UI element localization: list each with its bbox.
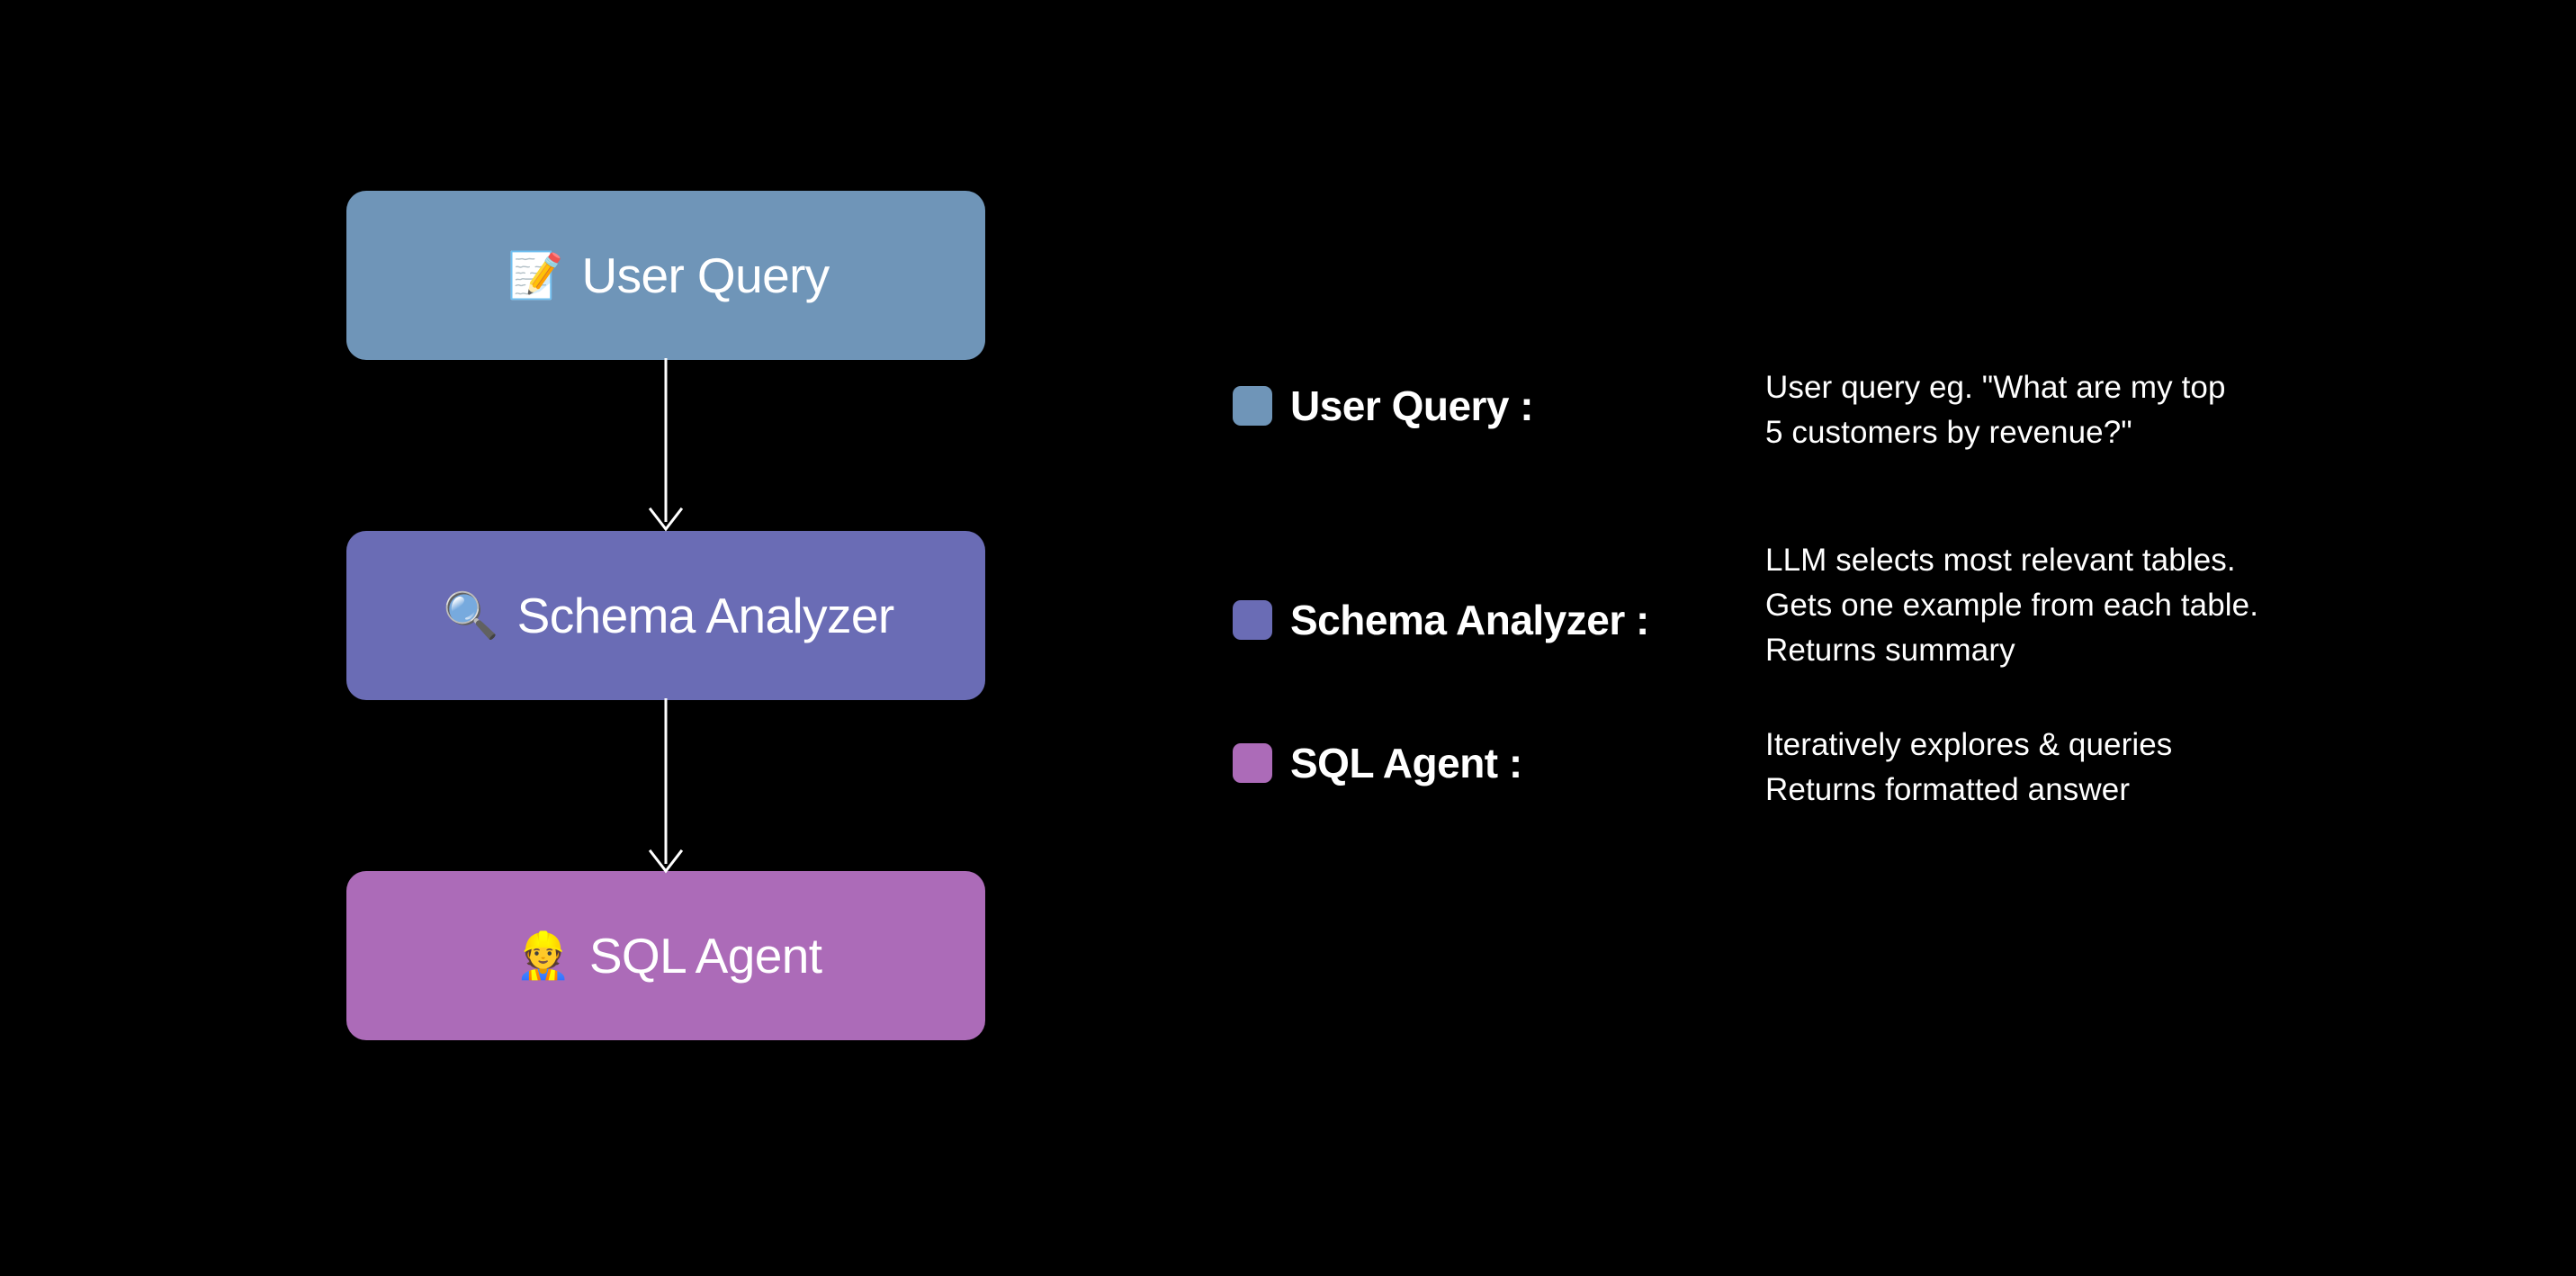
flow-node-label: User Query <box>581 247 830 303</box>
legend-key: Schema Analyzer : <box>1233 596 1765 644</box>
legend-swatch-icon <box>1233 386 1272 426</box>
flow-node-content: 📝 User Query <box>502 247 830 304</box>
legend-key: User Query : <box>1233 382 1765 430</box>
legend-description: User query eg. "What are my top 5 custom… <box>1765 370 2226 450</box>
legend-key: SQL Agent : <box>1233 739 1765 787</box>
flow-node-content: 🔍 Schema Analyzer <box>437 587 895 644</box>
flow-node-label: Schema Analyzer <box>516 588 895 643</box>
legend-label: Schema Analyzer : <box>1290 597 1649 643</box>
flow-node-content: 👷 SQL Agent <box>510 927 822 984</box>
legend: User Query : User query eg. "What are my… <box>1233 358 2510 859</box>
flow-node-sql-agent[interactable]: 👷 SQL Agent <box>346 871 985 1040</box>
flow-node-label: SQL Agent <box>588 928 822 984</box>
flow-node-schema-analyzer[interactable]: 🔍 Schema Analyzer <box>346 531 985 700</box>
legend-description: Iteratively explores & queries Returns f… <box>1765 727 2173 807</box>
flow-node-user-query[interactable]: 📝 User Query <box>346 191 985 360</box>
legend-swatch-icon <box>1233 743 1272 783</box>
legend-item-schema-analyzer: Schema Analyzer : LLM selects most relev… <box>1233 531 2510 715</box>
legend-label: User Query : <box>1290 382 1534 429</box>
construction-worker-icon: 👷 <box>515 930 571 982</box>
legend-swatch-icon <box>1233 600 1272 640</box>
legend-description: LLM selects most relevant tables. Gets o… <box>1765 543 2259 668</box>
spiral-notepad-icon: 📝 <box>507 249 564 301</box>
legend-item-user-query: User Query : User query eg. "What are my… <box>1233 358 2510 531</box>
legend-label: SQL Agent : <box>1290 740 1522 786</box>
legend-item-sql-agent: SQL Agent : Iteratively explores & queri… <box>1233 715 2510 859</box>
magnifying-glass-icon: 🔍 <box>443 589 499 642</box>
